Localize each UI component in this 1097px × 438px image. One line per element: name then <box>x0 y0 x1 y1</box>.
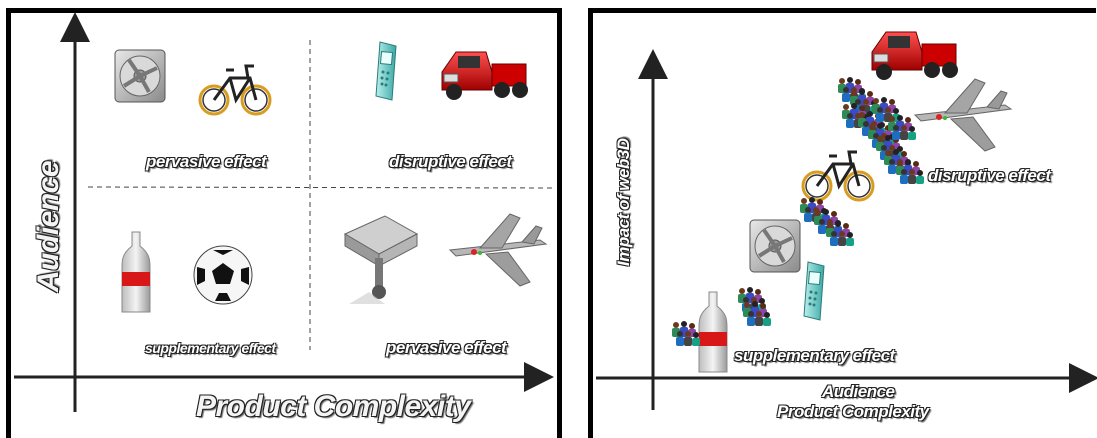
cell-phone-icon <box>375 41 397 101</box>
quadrant-top-right-label: disruptive effect <box>389 152 512 171</box>
lower-effect-label: supplementary effect <box>734 346 895 365</box>
truck-icon <box>441 51 529 101</box>
right-x-axis-label-line2: Product Complexity <box>777 402 929 421</box>
bottle-icon <box>121 231 151 313</box>
left-x-axis-label: Product Complexity <box>196 390 471 423</box>
quadrant-top-left-label: pervasive effect <box>146 152 267 171</box>
quadrant-bottom-right-label: pervasive effect <box>386 338 507 357</box>
left-panel <box>6 8 562 438</box>
bicycle-icon <box>198 64 272 116</box>
right-panel <box>588 8 1096 438</box>
right-y-axis-label: Impact of web3D <box>614 138 633 266</box>
joystick-icon <box>344 215 418 305</box>
soccer-ball-icon <box>193 245 253 305</box>
left-y-axis-label: Audience <box>32 160 65 292</box>
left-horizontal-divider <box>87 186 557 189</box>
fan-icon <box>113 48 167 104</box>
quadrant-bottom-left-label: supplementary effect <box>145 340 276 356</box>
jet-plane-icon <box>449 213 547 287</box>
upper-effect-label: disruptive effect <box>928 166 1051 185</box>
right-x-axis-label-line1: Audience <box>822 382 895 401</box>
